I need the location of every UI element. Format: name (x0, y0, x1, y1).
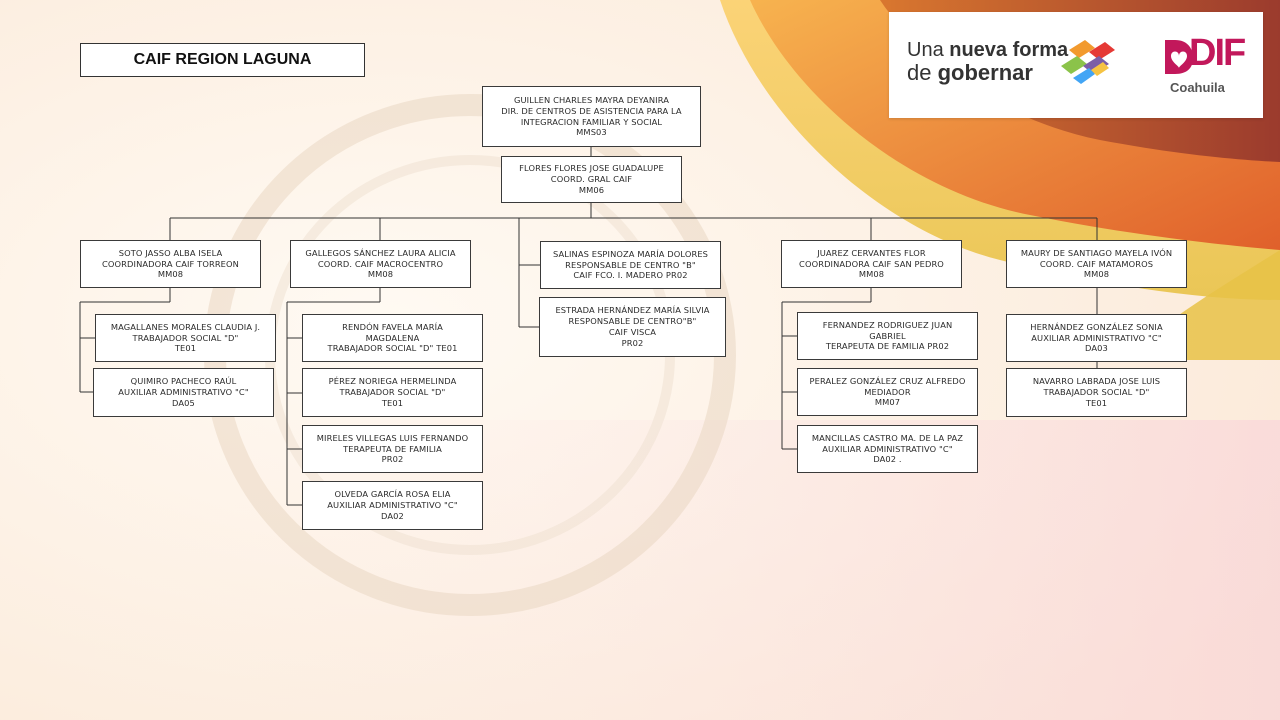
tagline-part: Una (907, 39, 950, 61)
org-node-line: MAGDALENA (365, 332, 420, 343)
org-node-line: PR02 (381, 454, 404, 465)
org-node-line: TRABAJADOR SOCIAL "D" (1043, 387, 1150, 398)
dif-logo-text: DIF (1189, 32, 1246, 74)
org-node-line: DA02 . (873, 454, 902, 465)
org-node-line: MEDIADOR (864, 386, 911, 397)
org-node-line: PÉREZ NORIEGA HERMELINDA (328, 376, 457, 387)
org-node-line: MAURY DE SANTIAGO MAYELA IVÓN (1020, 247, 1173, 258)
org-node-line: NAVARRO LABRADA JOSE LUIS (1032, 376, 1161, 387)
org-node-line: SALINAS ESPINOZA MARÍA DOLORES (552, 248, 709, 259)
org-node-line: RENDÓN FAVELA MARÍA (342, 321, 443, 332)
org-node-line: DA03 (1085, 343, 1108, 354)
org-node-line: AUXILIAR ADMINISTRATIVO "C" (118, 387, 249, 398)
org-node-line: MAGALLANES MORALES CLAUDIA J. (110, 321, 261, 332)
org-node-line: TERAPEUTA DE FAMILIA (343, 443, 442, 454)
org-node-line: MM08 (157, 269, 184, 280)
org-node-line: GALLEGOS SÁNCHEZ LAURA ALICIA (305, 247, 456, 258)
org-node-line: MMS03 (576, 127, 607, 138)
org-node-line: MM08 (1083, 269, 1110, 280)
org-node-line: TRABAJADOR SOCIAL "D" TE01 (327, 343, 458, 354)
org-node-line: TRABAJADOR SOCIAL "D" (132, 332, 239, 343)
pinwheel-icon (1061, 40, 1115, 84)
org-node-line: TE01 (381, 397, 404, 408)
org-node-line: COORD. CAIF MACROCENTRO (317, 258, 444, 269)
org-node-line: MANCILLAS CASTRO MA. DE LA PAZ (811, 432, 964, 443)
org-node-line: MM06 (578, 184, 605, 195)
org-node-line: COORDINADORA CAIF SAN PEDRO (799, 258, 944, 269)
gobierno-logo: Una nueva forma de gobernar (907, 40, 1068, 84)
org-node-line: MIRELES VILLEGAS LUIS FERNANDO (316, 432, 469, 443)
org-node-line: DA05 (172, 397, 195, 408)
org-node-line: RESPONSABLE DE CENTRO"B" (568, 316, 697, 327)
org-node-line: DA02 (381, 510, 404, 521)
org-node-line: QUIMIRO PACHECO RAÚL (130, 376, 237, 387)
org-node-line: OLVEDA GARCÍA ROSA ELIA (334, 489, 451, 500)
org-node-line: JUAREZ CERVANTES FLOR (817, 247, 926, 258)
org-node-line: GUILLEN CHARLES MAYRA DEYANIRA (513, 94, 669, 105)
logo-panel: Una nueva forma de gobernar DIF Coahuila (889, 12, 1263, 118)
org-node-line: PERALEZ GONZÁLEZ CRUZ ALFREDO (809, 375, 966, 386)
org-node-line: HERNÁNDEZ GONZÁLEZ SONIA (1030, 321, 1163, 332)
tagline-part: de (907, 60, 938, 85)
org-node-line: SOTO JASSO ALBA ISELA (118, 247, 223, 258)
org-node-line: COORD. GRAL CAIF (550, 174, 633, 185)
org-node-line: TE01 (174, 343, 197, 354)
org-node-line: COORDINADORA CAIF TORREON (102, 258, 239, 269)
org-node-line: PR02 (621, 337, 644, 348)
org-node-line: FERNANDEZ RODRIGUEZ JUAN (822, 319, 953, 330)
tagline-part: gobernar (937, 60, 1033, 85)
org-node-line: CAIF FCO. I. MADERO PR02 (573, 270, 688, 281)
dif-heart-icon (1165, 40, 1193, 74)
org-node-line: AUXILIAR ADMINISTRATIVO "C" (822, 443, 953, 454)
org-node-line: TERAPEUTA DE FAMILIA PR02 (825, 341, 950, 352)
org-node-line: TE01 (1085, 397, 1108, 408)
org-node-line: GABRIEL (869, 330, 906, 341)
page-title: CAIF REGION LAGUNA (80, 43, 365, 77)
org-node-line: ESTRADA HERNÁNDEZ MARÍA SILVIA (555, 305, 710, 316)
tagline-part: nueva forma (949, 39, 1069, 61)
org-node-line: AUXILIAR ADMINISTRATIVO "C" (327, 500, 458, 511)
org-node-torreon-social-worker: MAGALLANES MORALES CLAUDIA J.TRABAJADOR … (95, 314, 276, 362)
org-node-line: MM08 (858, 269, 885, 280)
org-node-line: CAIF VISCA (608, 327, 657, 337)
org-node-line: TRABAJADOR SOCIAL "D" (339, 387, 446, 398)
org-node-line: MM08 (367, 269, 394, 280)
org-node-line: INTEGRACION FAMILIAR Y SOCIAL (520, 116, 663, 127)
org-node-line: AUXILIAR ADMINISTRATIVO "C" (1031, 332, 1162, 343)
org-node-line: RESPONSABLE DE CENTRO "B" (565, 259, 696, 270)
org-node-line: COORD. CAIF MATAMOROS (1039, 258, 1154, 269)
dif-logo-subtext: Coahuila (1170, 80, 1225, 95)
org-node-line: DIR. DE CENTROS DE ASISTENCIA PARA LA (501, 105, 682, 116)
org-node-line: FLORES FLORES JOSE GUADALUPE (519, 163, 664, 174)
org-node-line: MM07 (874, 397, 901, 408)
